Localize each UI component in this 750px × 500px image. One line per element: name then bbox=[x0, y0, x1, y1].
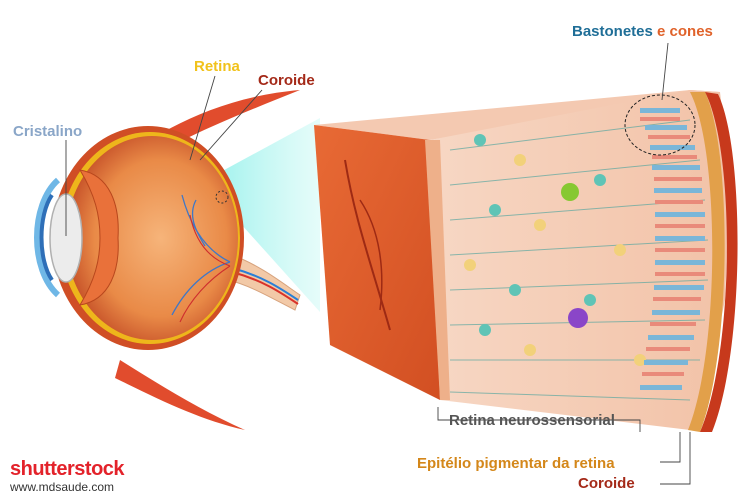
label-cristalino: Cristalino bbox=[13, 124, 82, 139]
label-retina: Retina bbox=[194, 59, 240, 74]
watermark-logo: shutterstock bbox=[10, 459, 124, 479]
watermark-url: www.mdsaude.com bbox=[10, 480, 124, 494]
label-coroide-top: Coroide bbox=[258, 73, 315, 88]
label-coroide-bottom: Coroide bbox=[578, 476, 635, 491]
label-bastonetes-cones: Bastonetes e cones bbox=[572, 24, 713, 39]
label-retina-neurossensorial: Retina neurossensorial bbox=[449, 413, 615, 428]
label-bastonetes: Bastonetes bbox=[572, 23, 653, 40]
label-epitelio-pigmentar: Epitélio pigmentar da retina bbox=[417, 456, 615, 471]
eyeball-interior bbox=[66, 136, 238, 340]
retina-block-front bbox=[314, 125, 440, 400]
label-cones: e cones bbox=[657, 23, 713, 40]
watermark: shutterstock www.mdsaude.com bbox=[10, 459, 124, 494]
eye-muscle-bottom bbox=[115, 360, 245, 430]
